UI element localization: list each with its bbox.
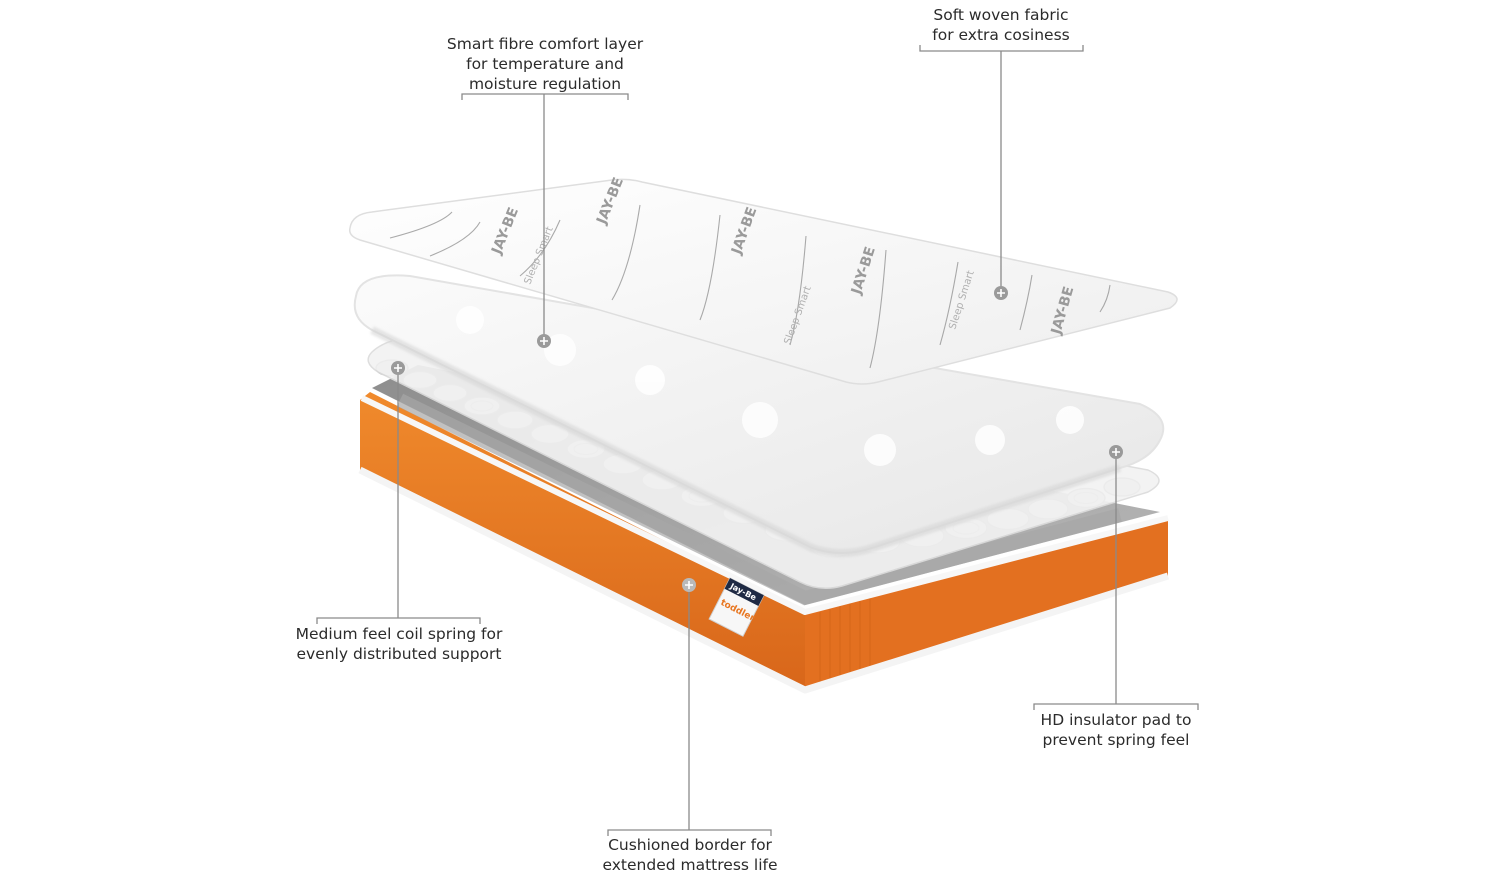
sheet-stitch-lines	[389, 204, 1111, 369]
fibre-texture	[456, 306, 1084, 466]
callout-line: evenly distributed support	[296, 645, 502, 663]
callout-line: for temperature and	[466, 55, 624, 73]
callout-coil-spring: Medium feel coil spring for evenly distr…	[268, 624, 530, 664]
woven-fabric-sheet	[348, 178, 1178, 385]
mattress-piping	[358, 466, 1170, 694]
brand-label: Jay-Be toddler	[708, 577, 765, 637]
callout-line: moisture regulation	[468, 75, 622, 93]
mattress-ribbing	[819, 598, 871, 686]
leader-lines	[316, 45, 1199, 836]
callout-cushioned-border: Cushioned border for extended mattress l…	[569, 835, 811, 875]
callout-line: Cushioned border for	[608, 836, 772, 854]
mattress-front-side	[360, 392, 805, 690]
callout-insulator-pad: HD insulator pad to prevent spring feel	[995, 710, 1237, 750]
plus-marker-icon	[1109, 445, 1123, 459]
callout-fibre-layer: Smart fibre comfort layer for temperatur…	[420, 34, 670, 94]
plus-marker-icon	[391, 361, 405, 375]
plus-marker-icon	[994, 286, 1008, 300]
callout-line: Smart fibre comfort layer	[446, 35, 644, 53]
plus-marker-icon	[682, 578, 696, 592]
callout-line: HD insulator pad to	[1040, 711, 1192, 729]
plus-marker-icon	[537, 334, 551, 348]
callout-line: extended mattress life	[602, 856, 778, 874]
callout-line: Medium feel coil spring for	[295, 625, 503, 643]
plus-markers	[391, 286, 1123, 592]
callout-line: prevent spring feel	[1042, 731, 1190, 749]
callout-line: Soft woven fabric	[933, 6, 1069, 24]
callout-line: for extra cosiness	[932, 26, 1070, 44]
callout-woven-fabric: Soft woven fabric for extra cosiness	[880, 5, 1122, 45]
mattress-right-side	[805, 518, 1168, 690]
